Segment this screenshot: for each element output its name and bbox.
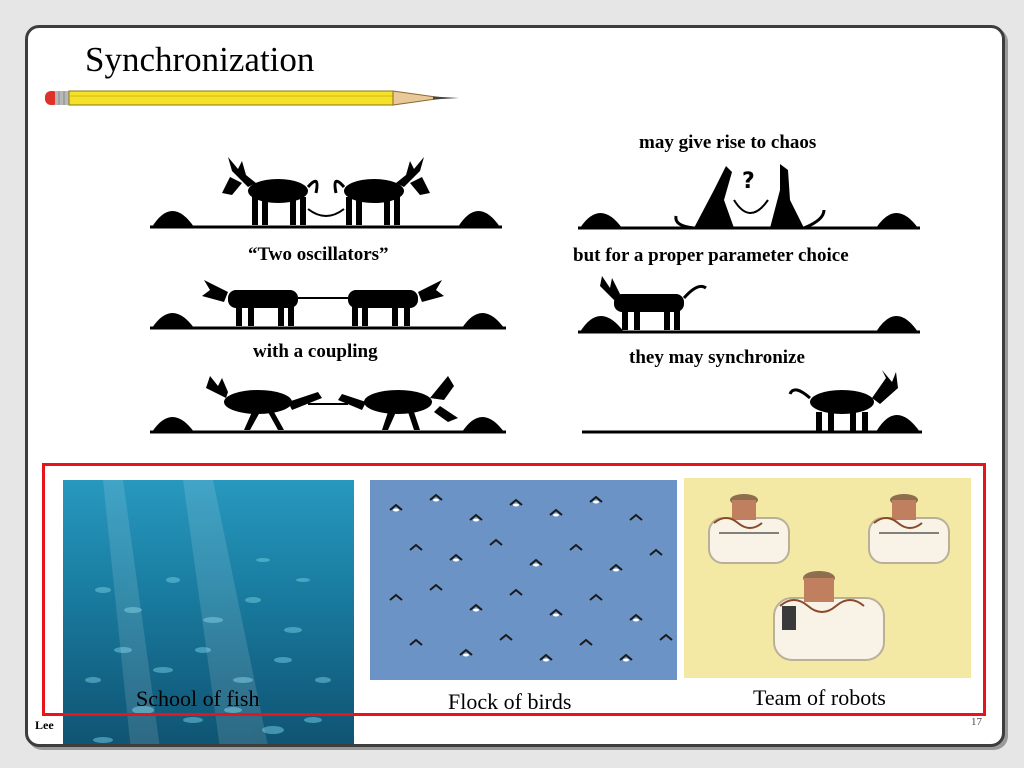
cartoon-eating-together (578, 276, 920, 334)
caption-parameter-choice: but for a proper parameter choice (573, 245, 849, 266)
page-number: 17 (971, 716, 982, 728)
caption-school-of-fish: School of fish (136, 686, 260, 711)
cartoon-with-coupling-kicking (150, 376, 506, 434)
examples-highlight-box (42, 463, 986, 716)
caption-chaos: may give rise to chaos (639, 132, 817, 153)
caption-two-oscillators: “Two oscillators” (248, 244, 389, 265)
robot-team-image (684, 478, 971, 678)
pencil-icon (45, 90, 459, 106)
page-title: Synchronization (85, 40, 315, 79)
caption-flock-of-birds: Flock of birds (448, 689, 572, 714)
cartoon-two-oscillators (150, 157, 502, 229)
question-mark: ? (742, 169, 755, 194)
bird-flock-image (370, 480, 677, 680)
slide: Synchronization (25, 25, 1005, 747)
caption-team-of-robots: Team of robots (753, 685, 886, 710)
cartoon-synchronized (582, 370, 922, 434)
footer-author: Lee (35, 718, 54, 732)
fish-school-image (63, 480, 354, 744)
cartoon-with-coupling-pulling (150, 280, 506, 330)
caption-with-coupling: with a coupling (253, 341, 378, 362)
cartoon-chaos: ? (578, 164, 920, 230)
caption-synchronize: they may synchronize (629, 347, 805, 368)
